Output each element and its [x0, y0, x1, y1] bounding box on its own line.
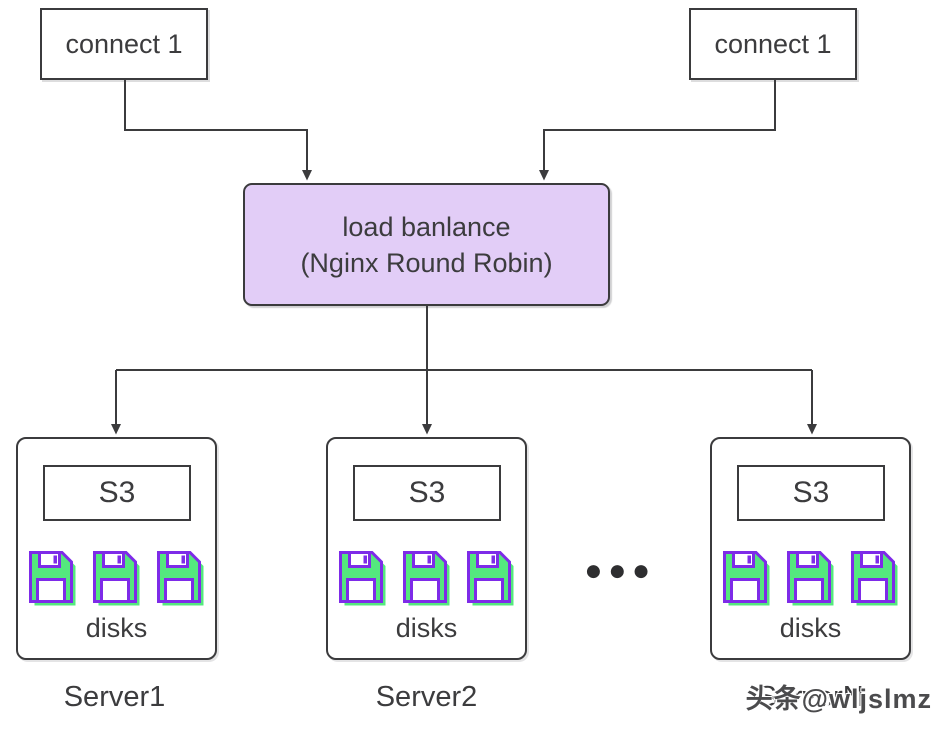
load-balancer-title-line1: load banlance	[342, 211, 511, 242]
s3-label: S3	[792, 476, 830, 509]
s3-box: S3	[353, 465, 501, 521]
server-card-2: S3 disks	[326, 437, 527, 660]
disks-label: disks	[395, 613, 458, 643]
s3-label: S3	[98, 476, 136, 509]
connect-node-label: connect 1	[714, 28, 832, 59]
server-card-1: S3 disks	[16, 437, 217, 660]
connect-node-left: connect 1	[40, 8, 208, 80]
load-balancer-title-line2: (Nginx Round Robin)	[300, 247, 553, 278]
floppy-disk-icon	[338, 551, 387, 609]
floppy-disk-icon	[28, 551, 77, 609]
disk-icons-row	[18, 551, 215, 609]
server-card-n: S3 disks	[710, 437, 911, 660]
floppy-disk-icon	[156, 551, 205, 609]
floppy-disk-icon	[92, 551, 141, 609]
floppy-disk-icon	[402, 551, 451, 609]
watermark-text: 头条@wljslmz	[745, 684, 932, 714]
server-name-label: Server2	[375, 681, 478, 713]
disks-label: disks	[779, 613, 842, 643]
floppy-disk-icon	[466, 551, 515, 609]
disks-label: disks	[85, 613, 148, 643]
server-name-label: Server1	[63, 681, 166, 713]
floppy-disk-icon	[786, 551, 835, 609]
connect-node-label: connect 1	[65, 28, 183, 59]
load-balancer-node: load banlance (Nginx Round Robin)	[243, 183, 610, 306]
s3-box: S3	[43, 465, 191, 521]
s3-box: S3	[737, 465, 885, 521]
connect-node-right: connect 1	[689, 8, 857, 80]
disk-icons-row	[328, 551, 525, 609]
disk-icons-row	[712, 551, 909, 609]
floppy-disk-icon	[722, 551, 771, 609]
server-name-label: ServerN	[757, 681, 864, 713]
more-servers-ellipsis: ●●●	[586, 561, 658, 581]
s3-label: S3	[408, 476, 446, 509]
floppy-disk-icon	[850, 551, 899, 609]
